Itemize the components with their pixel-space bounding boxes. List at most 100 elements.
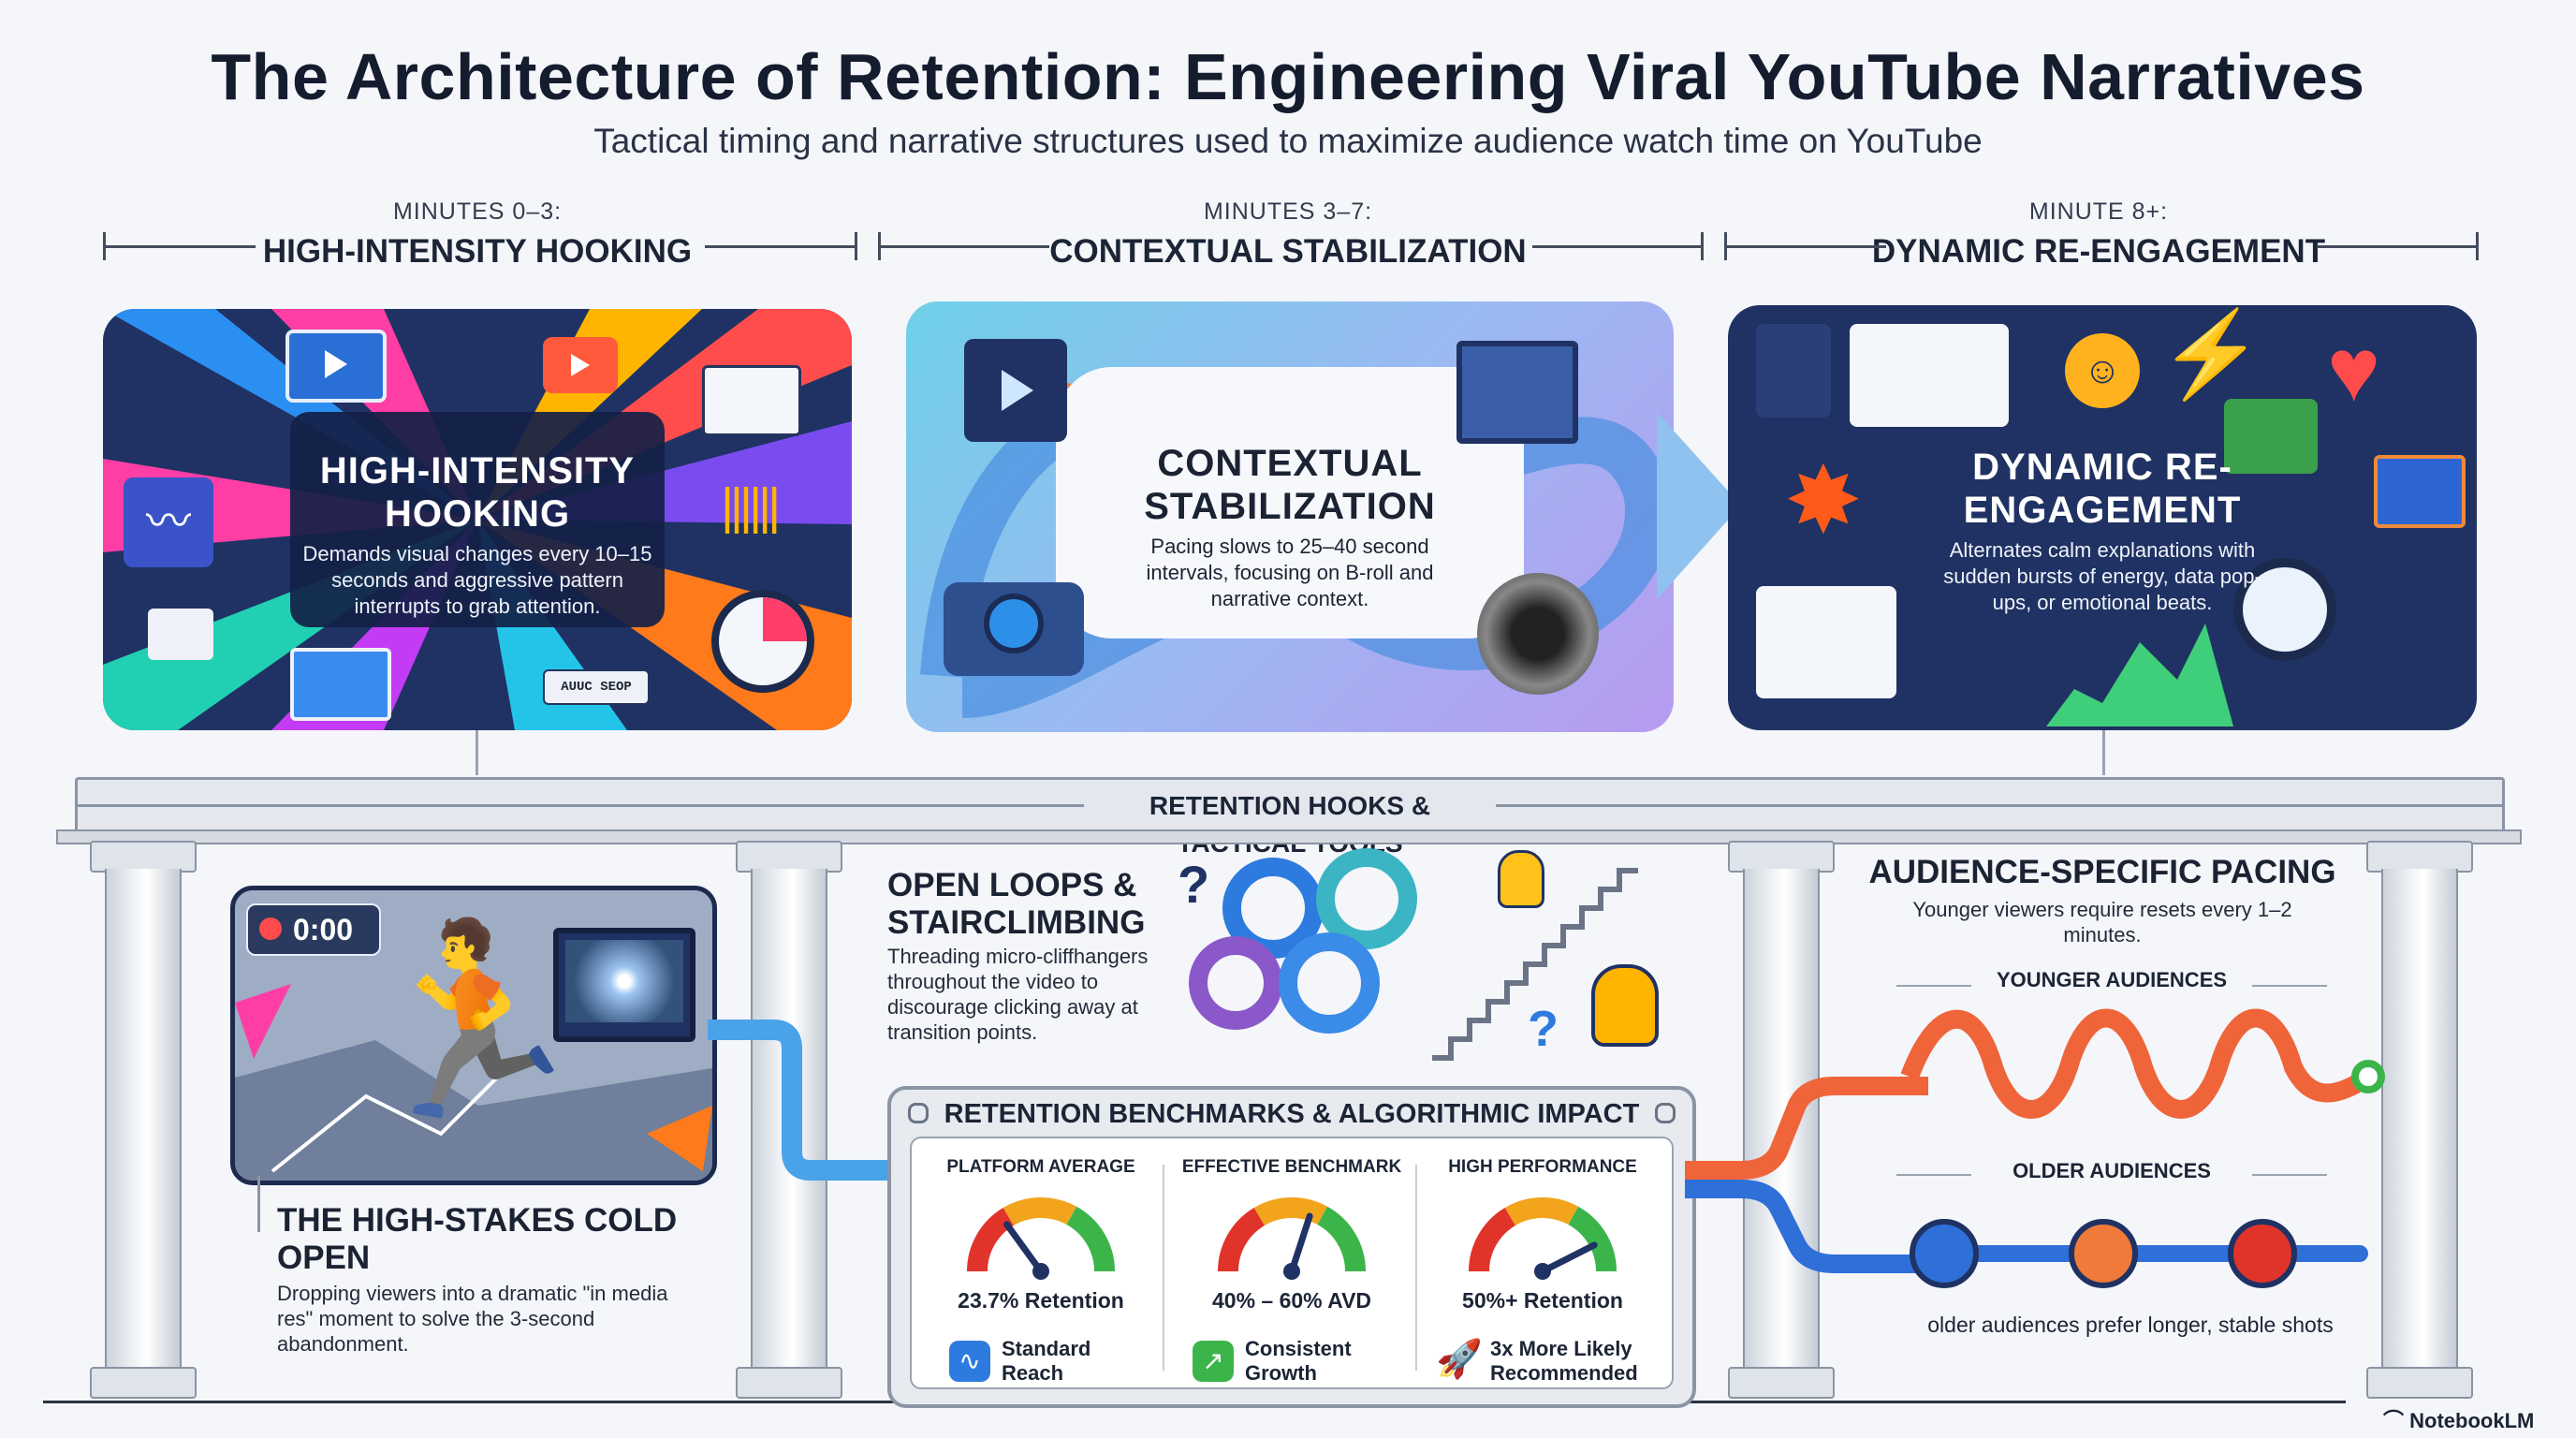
gauge-needle xyxy=(1288,1212,1313,1275)
gauge-arc xyxy=(1253,1197,1328,1226)
timer-text: 0:00 xyxy=(293,913,354,946)
benchmark-value: 23.7% Retention xyxy=(958,1288,1124,1313)
phase-header-1: MINUTES 0–3: HIGH-INTENSITY HOOKING xyxy=(103,198,852,271)
smiley-icon: ☺ xyxy=(2065,333,2140,408)
connector-pipe-icon xyxy=(1685,1077,1928,1273)
play-button-icon xyxy=(543,337,618,393)
benchmarks-box: RETENTION BENCHMARKS & ALGORITHMIC IMPAC… xyxy=(887,1086,1696,1408)
audio-wave-icon: 〰 xyxy=(124,477,213,567)
benchmark-col-label: PLATFORM AVERAGE xyxy=(946,1157,1135,1177)
cracked-screen-icon xyxy=(553,928,695,1042)
video-play-icon xyxy=(2228,1219,2297,1288)
hooking-panel: 〰 AUUC SEOP |||||| HIGH-INTENSITY HOOKIN… xyxy=(103,309,852,730)
gauge-hub xyxy=(1283,1263,1300,1280)
heart-pulse-icon: ♥ xyxy=(2327,320,2380,420)
flow-arrow-icon xyxy=(1657,412,1741,599)
open-loops-title: OPEN LOOPS & STAIRCLIMBING xyxy=(887,867,1146,941)
open-loops-desc: Threading micro-cliffhangers throughout … xyxy=(887,945,1149,1044)
page-title: The Architecture of Retention: Engineeri… xyxy=(211,40,2365,113)
phase-bracket-1 xyxy=(103,232,857,260)
gauge-needle xyxy=(1003,1221,1045,1275)
phase-bracket-2 xyxy=(878,232,1704,260)
pillar xyxy=(105,869,182,1369)
gauge-hub xyxy=(1032,1263,1049,1280)
image-card-icon xyxy=(290,648,391,721)
phase-name-label: DYNAMIC RE-ENGAGEMENT xyxy=(1871,233,2326,270)
stabilization-panel-title: CONTEXTUAL STABILIZATION xyxy=(1144,443,1436,527)
tag-label: AUUC SEOP xyxy=(543,669,650,705)
younger-audiences-label: YOUNGER AUDIENCES xyxy=(1971,968,2252,992)
gauge-arc xyxy=(1317,1206,1366,1272)
reengagement-panel-title: DYNAMIC RE-ENGAGEMENT xyxy=(1963,447,2242,531)
pillar-capital xyxy=(2366,841,2473,873)
pillar-capital xyxy=(1728,841,1835,873)
phase-name-label: HIGH-INTENSITY HOOKING xyxy=(262,233,693,270)
lightbulb-icon xyxy=(1498,850,1544,908)
pillar xyxy=(2381,869,2458,1369)
older-audiences-label: OLDER AUDIENCES xyxy=(1971,1159,2252,1183)
hooking-panel-title: HIGH-INTENSITY HOOKING xyxy=(319,450,636,535)
benchmark-col-label: EFFECTIVE BENCHMARK xyxy=(1181,1157,1402,1177)
benchmarks-title: RETENTION BENCHMARKS & ALGORITHMIC IMPAC… xyxy=(944,1099,1640,1129)
pie-chart-window-icon xyxy=(1756,586,1896,698)
pillar-base xyxy=(90,1367,197,1399)
bar-chart-window-icon xyxy=(1850,324,2009,427)
area-wave-icon xyxy=(2046,624,2233,726)
question-mark-icon: ? xyxy=(1178,855,1210,914)
lens-icon xyxy=(1477,573,1599,695)
camera-icon xyxy=(944,582,1084,676)
pillar xyxy=(1743,869,1820,1369)
question-mark-icon: ? xyxy=(1528,1001,1559,1057)
play-screen-icon xyxy=(2069,1219,2138,1288)
checklist-icon xyxy=(148,609,213,660)
notebooklm-logo-icon: ⌒ xyxy=(2383,1409,2410,1432)
reengagement-panel: ☺ ⚡ ♥ ✸ DYNAMIC RE-ENGAGEMENT Alternates… xyxy=(1728,305,2477,730)
entablature-label: RETENTION HOOKS & TACTICAL TOOLS xyxy=(1084,787,1496,858)
stopwatch-icon xyxy=(711,590,814,693)
loops-stairs-illustration xyxy=(1189,848,1638,1061)
stabilization-panel-desc: Pacing slows to 25–40 second intervals, … xyxy=(1146,535,1434,610)
lightning-icon: ⚡ xyxy=(2159,308,2264,402)
gauge-hub xyxy=(1534,1263,1551,1280)
phase-bracket-3 xyxy=(1724,232,2479,260)
phase-minutes-label: MINUTE 8+: xyxy=(2028,198,2169,225)
connector-pipe-icon xyxy=(708,1020,895,1181)
timer-display: 0:00 xyxy=(246,903,381,956)
gauge-arc xyxy=(1469,1208,1516,1272)
cold-open-desc: Dropping viewers into a dramatic "in med… xyxy=(277,1282,668,1356)
pillar-base xyxy=(2366,1367,2473,1399)
phase-header-2: MINUTES 3–7: CONTEXTUAL STABILIZATION xyxy=(878,198,1698,271)
record-icon xyxy=(259,917,282,940)
gauge-arc xyxy=(967,1208,1015,1272)
phase-name-label: CONTEXTUAL STABILIZATION xyxy=(1049,233,1527,270)
phase-minutes-label: MINUTES 0–3: xyxy=(392,198,563,225)
spark-burst-icon: ✸ xyxy=(1784,448,1863,553)
pillar-base xyxy=(736,1367,842,1399)
growth-arrow-icon: ↗ xyxy=(1193,1341,1234,1382)
trend-line-icon: ∿ xyxy=(949,1341,990,1382)
audience-title: AUDIENCE-SPECIFIC PACING xyxy=(1868,854,2336,890)
code-window-icon xyxy=(1756,324,1831,418)
audience-desc: Younger viewers require resets every 1–2… xyxy=(1912,898,2292,946)
branding-name: NotebookLM xyxy=(2409,1409,2535,1432)
benchmark-value: 50%+ Retention xyxy=(1462,1288,1623,1313)
magnifier-chart-icon xyxy=(2233,558,2336,661)
monitor-icon xyxy=(1910,1219,1979,1288)
video-window-icon xyxy=(285,330,387,403)
reengagement-panel-desc: Alternates calm explanations with sudden… xyxy=(1943,538,2261,614)
gauge-icon xyxy=(1469,1197,1617,1280)
cold-open-illustration: 0:00 🏃 xyxy=(230,886,717,1185)
gauge-icon xyxy=(967,1197,1115,1280)
running-person-icon: 🏃 xyxy=(357,917,591,1125)
gauge-arc xyxy=(1218,1208,1266,1272)
older-audiences-note: older audiences prefer longer, stable sh… xyxy=(1927,1313,2334,1337)
phase-minutes-label: MINUTES 3–7: xyxy=(1203,198,1373,225)
gauge-arc xyxy=(1504,1197,1579,1226)
pillar-base xyxy=(1728,1367,1835,1399)
page-subtitle: Tactical timing and narrative structures… xyxy=(593,122,1983,160)
benchmark-foot: 3x More Likely Recommended xyxy=(1490,1337,1638,1385)
lightbulb-icon xyxy=(1591,964,1659,1047)
rocket-icon: 🚀 xyxy=(1436,1339,1483,1380)
benchmark-foot: Consistent Growth xyxy=(1245,1337,1352,1385)
text-window-icon xyxy=(702,365,801,436)
